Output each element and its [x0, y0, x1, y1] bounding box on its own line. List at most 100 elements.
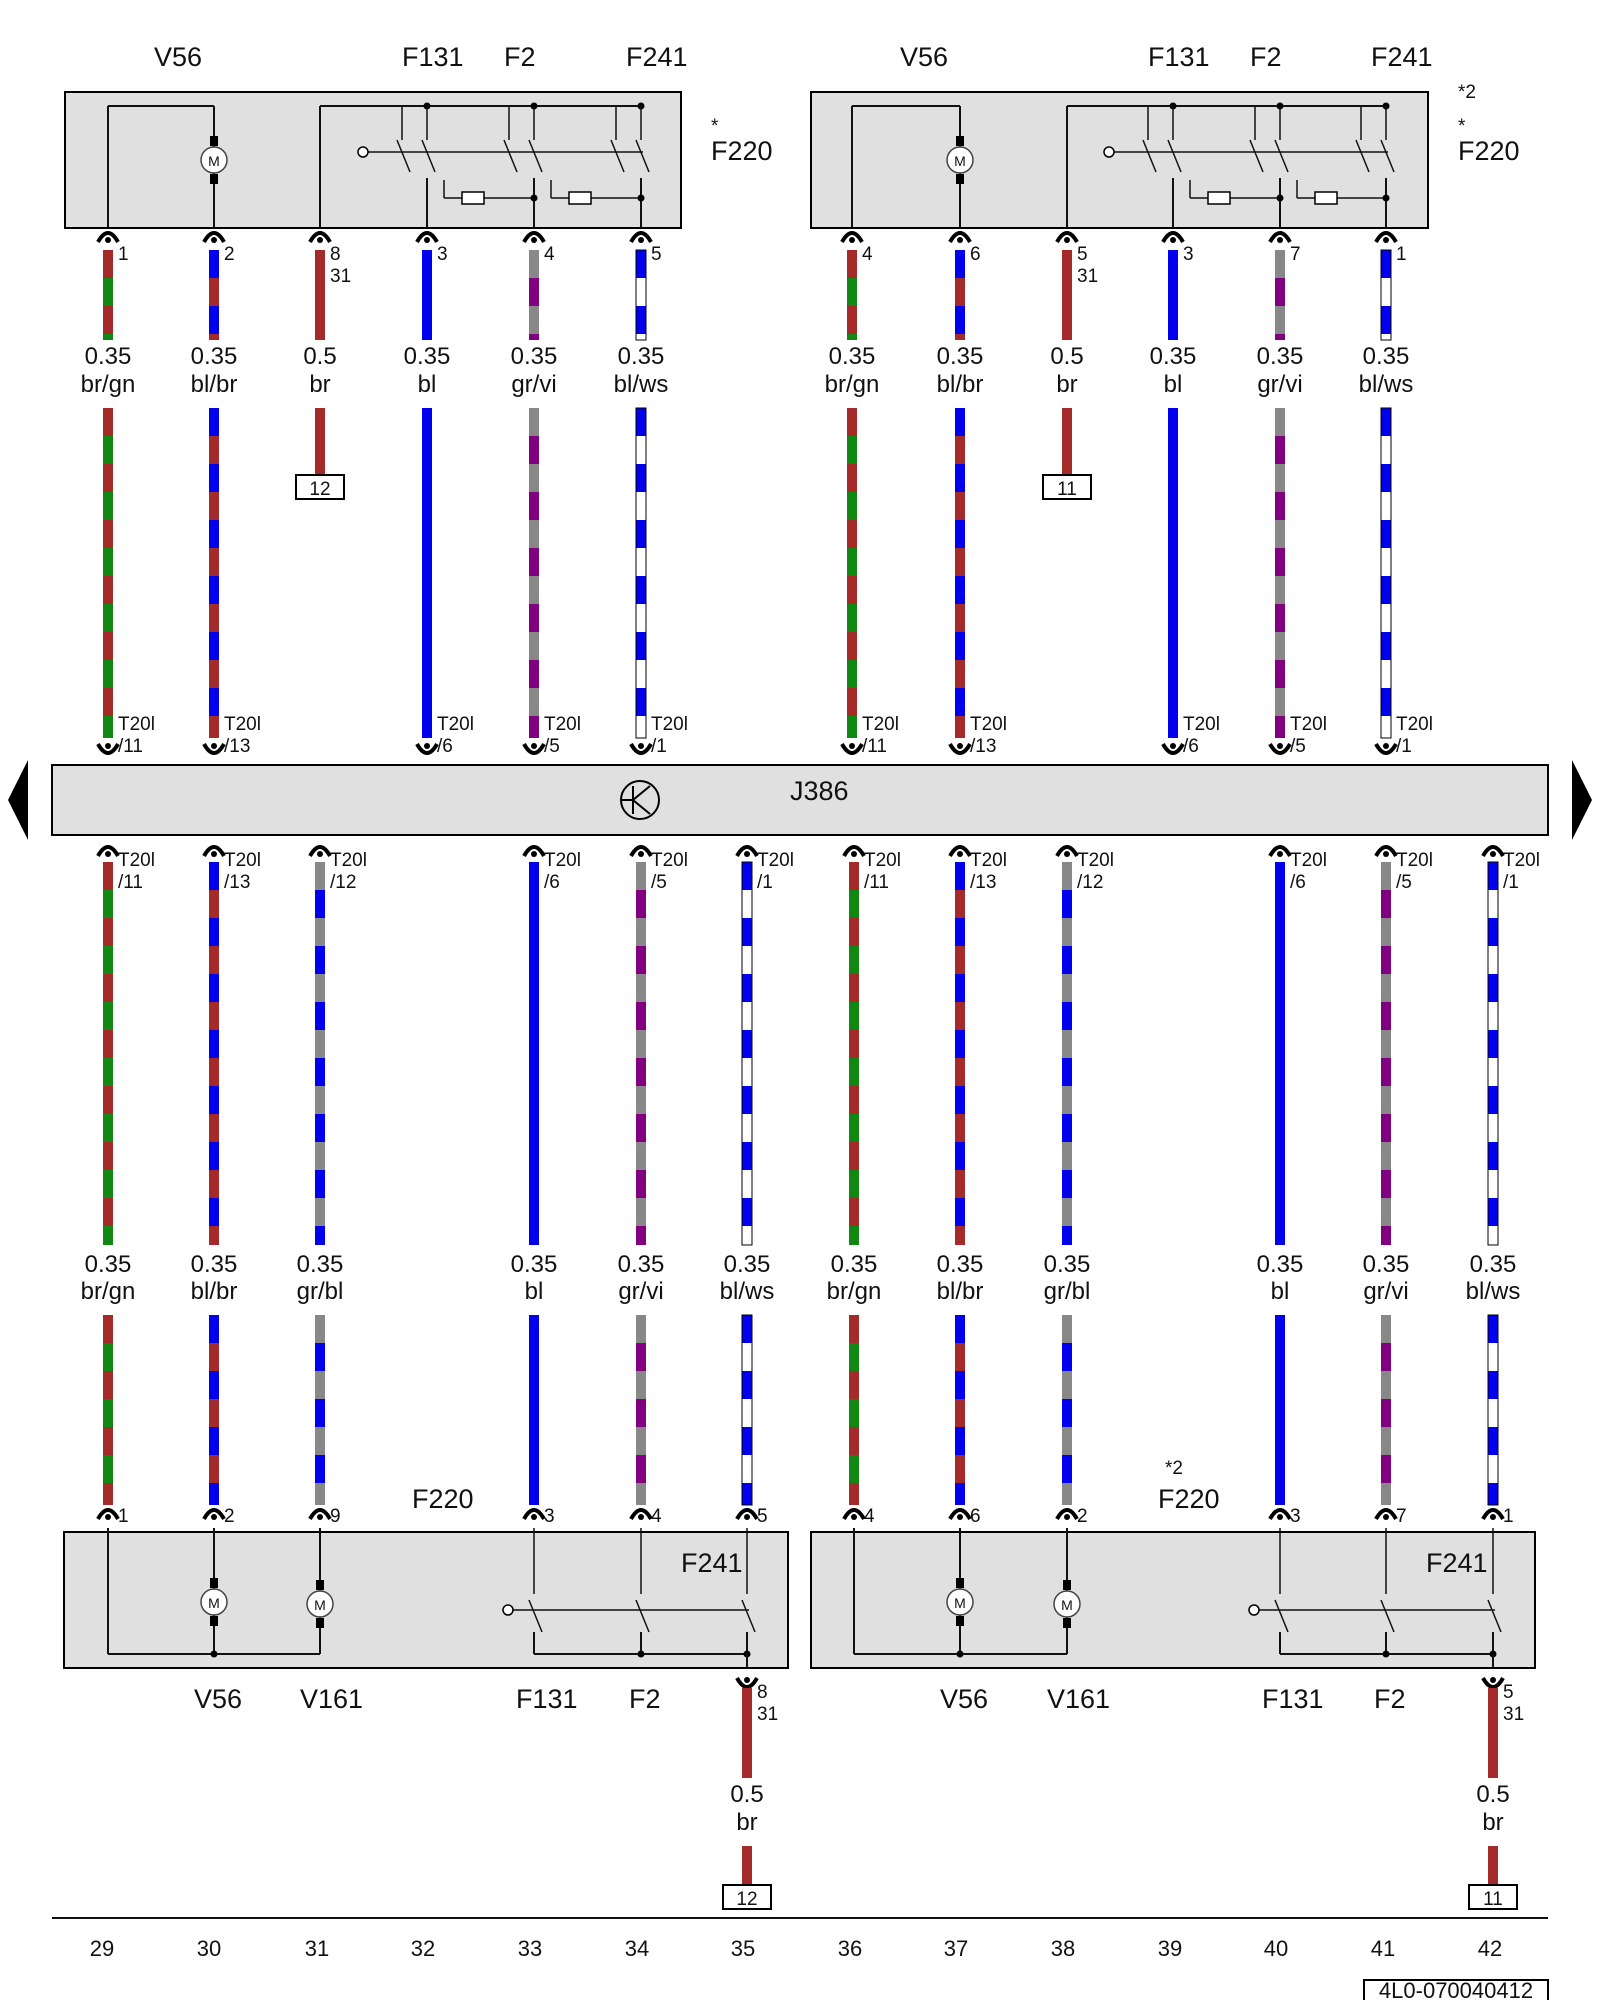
connector-label: T20l	[1396, 850, 1433, 871]
pin-number: 9	[330, 1506, 341, 1527]
wire-segment	[847, 250, 857, 340]
column-number: 31	[305, 1936, 329, 1961]
wire-segment	[636, 1315, 646, 1505]
pin-number: 6	[970, 244, 981, 265]
wire-segment	[1062, 862, 1072, 1245]
wire-gauge: 0.35	[1257, 1251, 1304, 1278]
wire-gauge: 0.35	[831, 1251, 878, 1278]
svg-text:M: M	[208, 153, 220, 169]
pin-number: 3	[1183, 244, 1194, 265]
ground-reference: 11	[1483, 1889, 1503, 1910]
wire-gauge: 0.35	[297, 1251, 344, 1278]
wire-gauge: 0.35	[937, 1251, 984, 1278]
wire-color-code: gr/bl	[1044, 1278, 1091, 1305]
ground-reference-box	[295, 474, 345, 500]
connector-label: T20l	[544, 714, 581, 735]
connector-pin-icon	[522, 845, 546, 858]
ground-reference-box	[1042, 474, 1092, 500]
wire-segment	[315, 1315, 325, 1505]
wire-segment	[529, 862, 539, 1245]
connector-pin-icon	[522, 1508, 546, 1521]
connector-pin: /5	[544, 736, 560, 757]
actuator-icon	[357, 146, 369, 158]
side-label-0: F220	[711, 136, 773, 166]
pin-number: 1	[118, 1506, 129, 1527]
switch-contact	[635, 139, 650, 173]
junction-dot	[1382, 1650, 1390, 1658]
wire-gauge: 0.35	[191, 343, 238, 370]
connector-pin-icon	[415, 231, 439, 244]
connector-label: T20l	[651, 850, 688, 871]
pin-number: 1	[1503, 1506, 1514, 1527]
column-number: 32	[411, 1936, 435, 1961]
wire-color-code: br/gn	[825, 371, 880, 398]
top-component-label-1-2: F2	[1250, 42, 1282, 72]
wire-segment	[635, 249, 647, 341]
wire-segment	[103, 408, 113, 738]
pin-number: 6	[970, 1506, 981, 1527]
column-number: 38	[1051, 1936, 1075, 1961]
pin-number: 4	[651, 1506, 662, 1527]
connector-pin: /1	[1503, 872, 1519, 893]
wire-segment	[1487, 861, 1499, 1246]
connector-pin-icon	[1268, 845, 1292, 858]
pin-number-2: 31	[757, 1704, 778, 1725]
connector-pin: /13	[970, 872, 996, 893]
component-label: F220	[1158, 1484, 1220, 1514]
connector-label: T20l	[1290, 714, 1327, 735]
pin-number: 3	[1290, 1506, 1301, 1527]
wire-segment	[1380, 249, 1392, 341]
junction-dot	[1276, 194, 1284, 202]
column-number: 34	[625, 1936, 649, 1961]
pin-number: 2	[1077, 1506, 1088, 1527]
wire-gauge: 0.5	[303, 343, 336, 370]
connector-pin-icon	[1481, 1676, 1505, 1689]
wire-gauge: 0.35	[85, 1251, 132, 1278]
wire-segment	[849, 1315, 859, 1505]
connector-pin: /13	[224, 872, 250, 893]
connector-pin-icon	[308, 231, 332, 244]
ground-reference: 11	[1057, 479, 1077, 500]
arrow-left-icon[interactable]	[8, 760, 28, 840]
wire-segment	[1488, 1846, 1498, 1885]
switch-contact	[1142, 139, 1157, 173]
wire-segment	[315, 862, 325, 1245]
pin-number: 1	[118, 244, 129, 265]
svg-text:M: M	[954, 153, 966, 169]
transistor-icon	[620, 780, 660, 820]
connector-pin-icon	[1055, 1508, 1079, 1521]
wire-color-code: gr/vi	[1363, 1278, 1408, 1305]
junction-dot	[1382, 194, 1390, 202]
switch-contact	[1249, 139, 1264, 173]
connector-pin-icon	[735, 1508, 759, 1521]
wire-segment	[1062, 250, 1072, 340]
connector-pin-icon	[96, 742, 120, 755]
connector-label: T20l	[1396, 714, 1433, 735]
pin-number: 3	[544, 1506, 555, 1527]
wire-segment	[315, 408, 325, 475]
wire-color-code: bl	[418, 371, 437, 398]
wire-segment	[1275, 862, 1285, 1245]
bottom-component-label: F2	[629, 1684, 661, 1714]
wire-segment	[1487, 1314, 1499, 1506]
wire-segment	[1381, 1315, 1391, 1505]
connector-pin-icon	[1268, 231, 1292, 244]
wire-segment	[636, 862, 646, 1245]
wire-segment	[209, 1315, 219, 1505]
wire-gauge: 0.5	[730, 1781, 763, 1808]
connector-pin: /6	[544, 872, 560, 893]
connector-pin-icon	[1268, 742, 1292, 755]
connector-pin-icon	[629, 231, 653, 244]
connector-pin-icon	[202, 845, 226, 858]
arrow-right-icon[interactable]	[1572, 760, 1592, 840]
pin-number: 3	[437, 244, 448, 265]
pin-number: 8	[757, 1682, 768, 1703]
wire-color-code: gr/vi	[618, 1278, 663, 1305]
top-component-label-1-1: F131	[1148, 42, 1210, 72]
bottom-component-box-0	[63, 1531, 789, 1669]
top-component-label-0-0: V56	[154, 42, 202, 72]
wire-gauge: 0.35	[1257, 343, 1304, 370]
connector-label: T20l	[1183, 714, 1220, 735]
connector-pin: /11	[118, 872, 143, 893]
top-component-box-1	[810, 91, 1429, 229]
